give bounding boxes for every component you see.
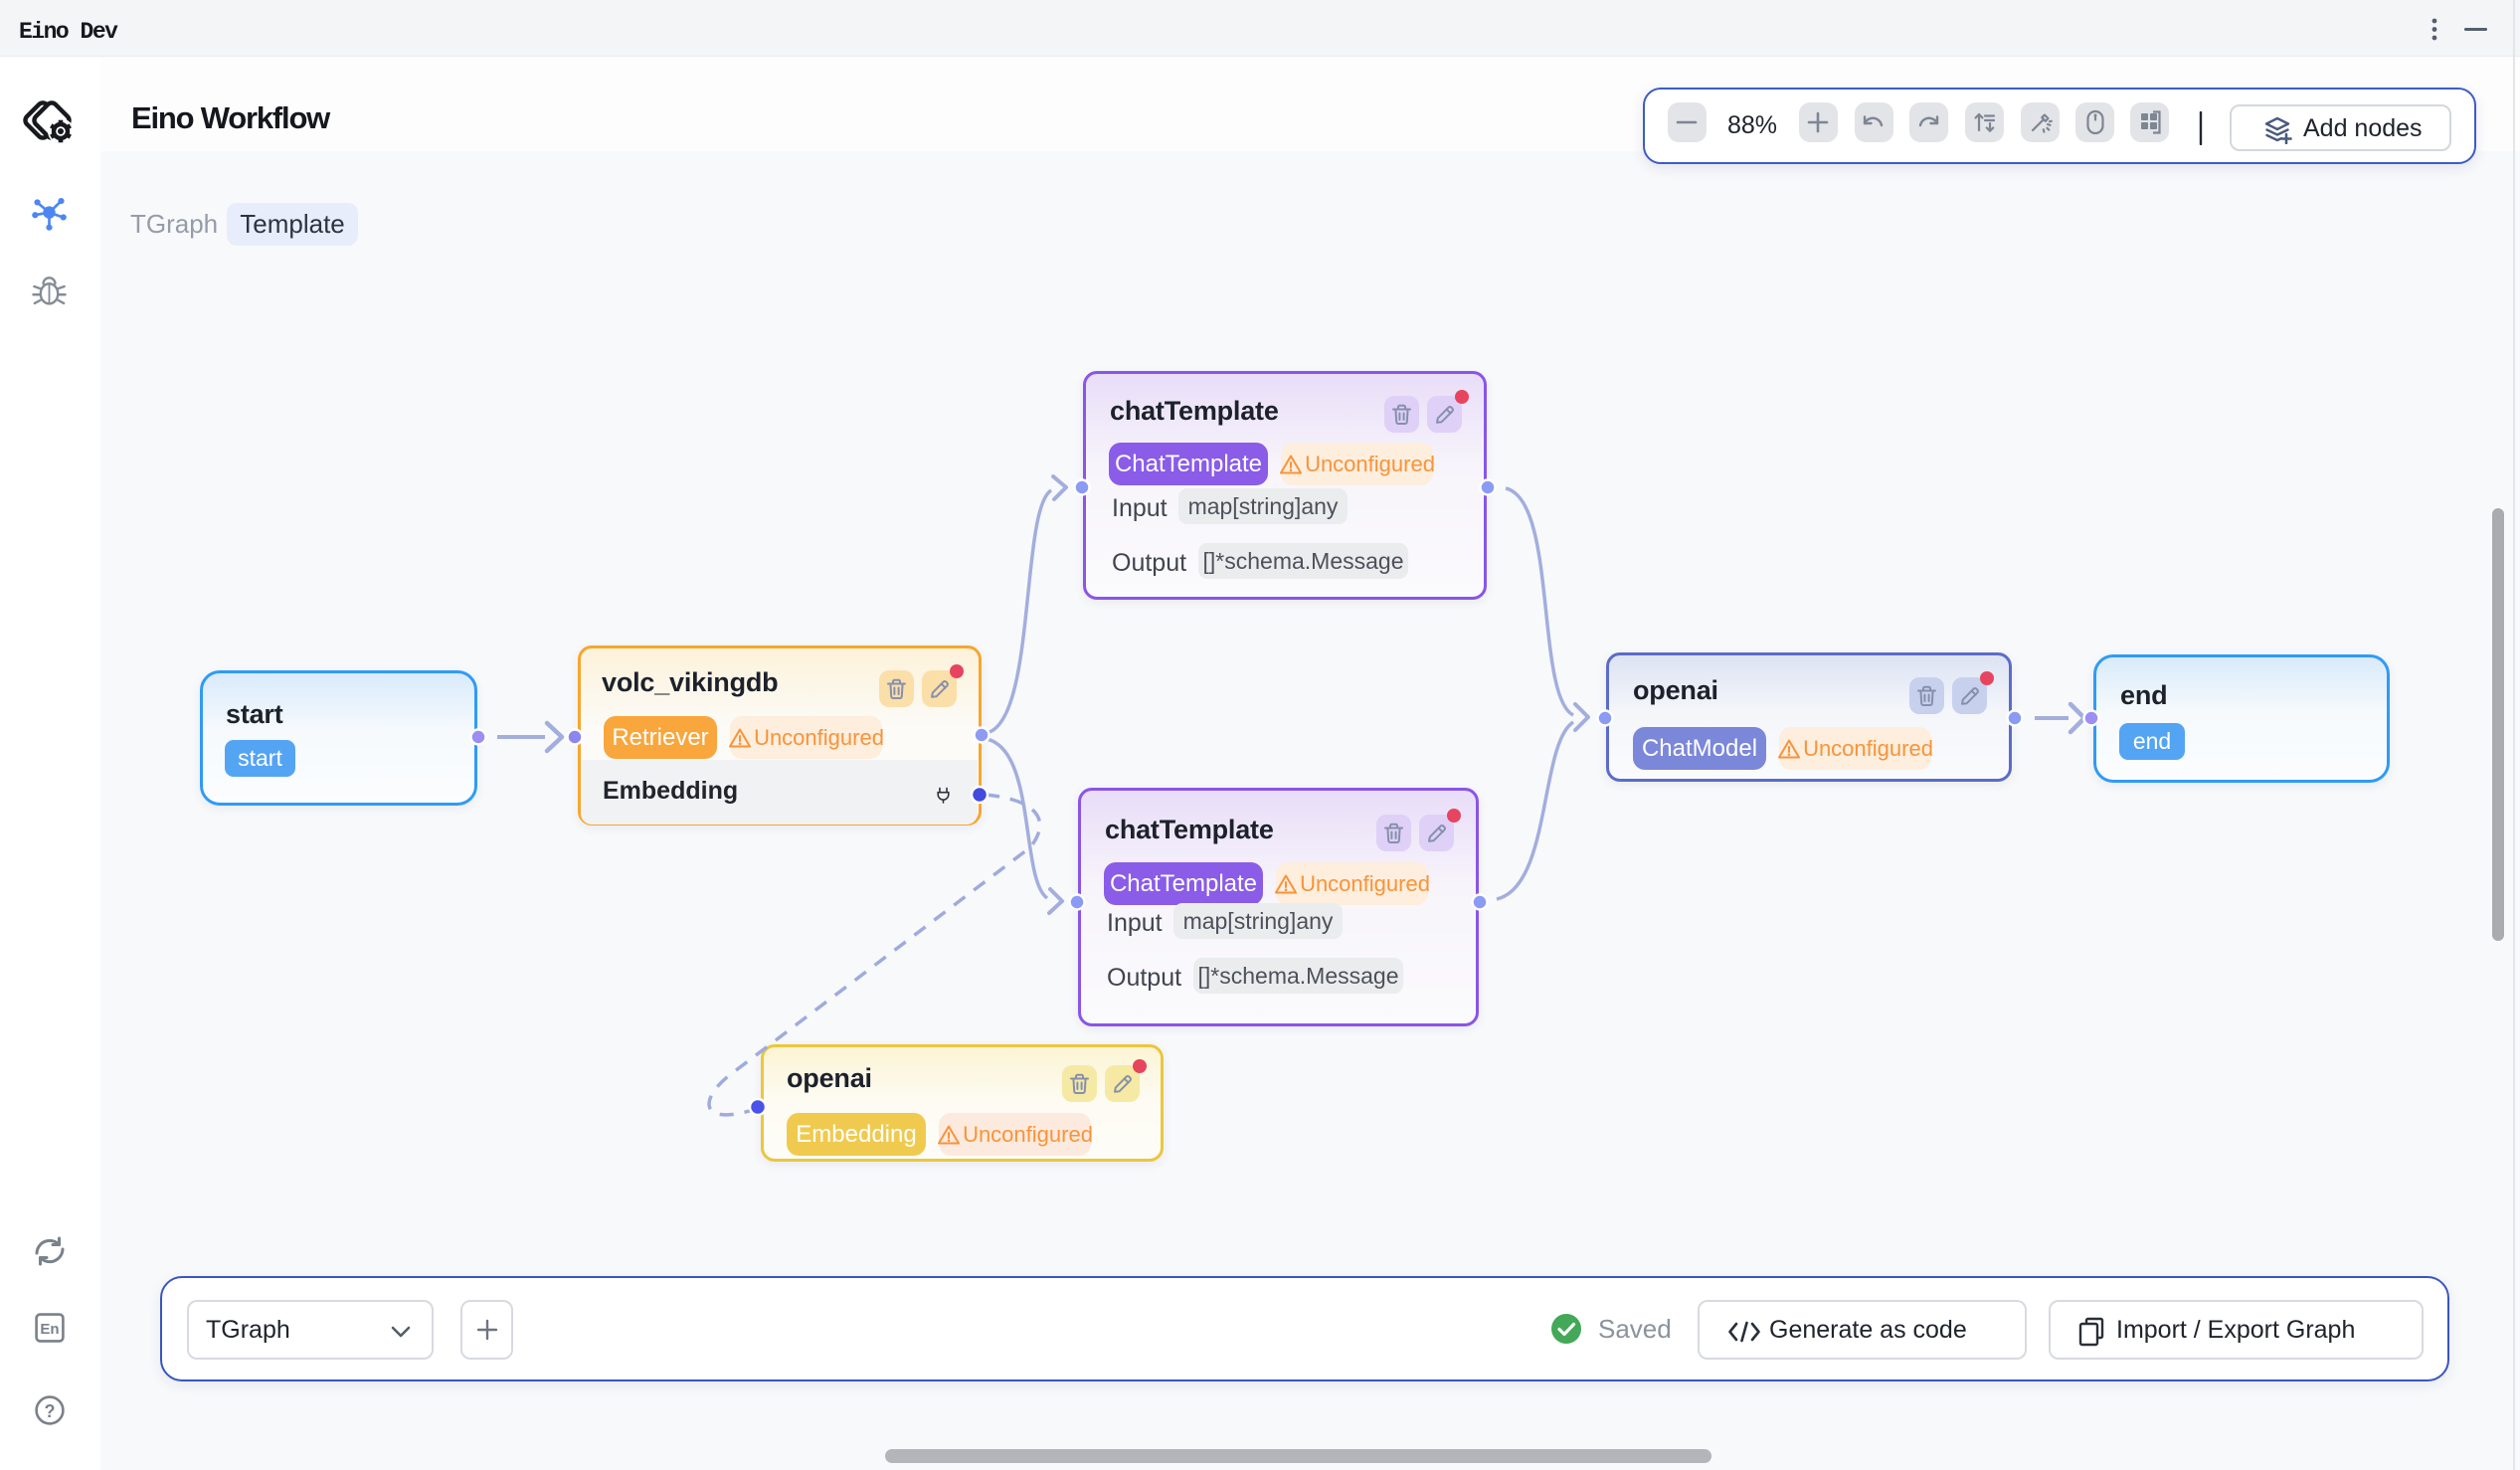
svg-text:?: ? xyxy=(45,1401,56,1421)
svg-text:En: En xyxy=(40,1321,59,1338)
